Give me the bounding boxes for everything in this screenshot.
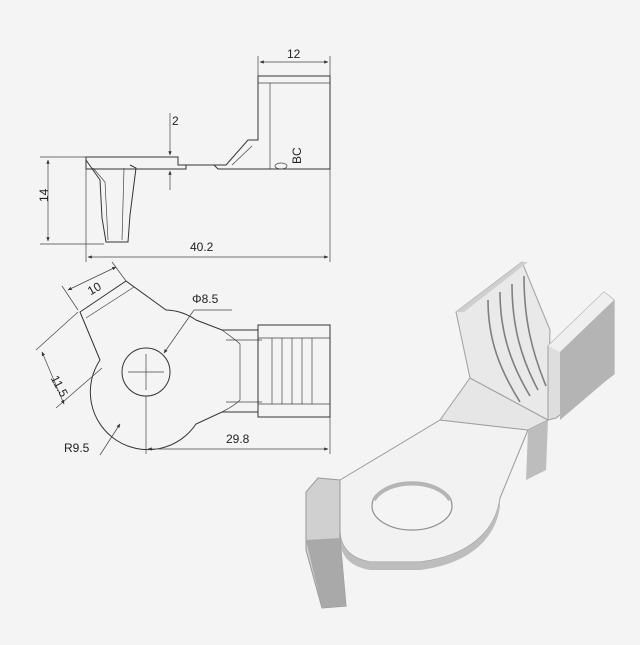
dim-center-to-end: 29.8: [226, 432, 250, 446]
stamp-text: BC: [290, 147, 304, 164]
side-view-tab-edge: [92, 167, 109, 241]
render-hole-wall: [372, 481, 452, 502]
render-serration-3: [511, 283, 539, 391]
dim-phi-leader: [163, 309, 195, 354]
render-right-wall-top: [548, 292, 614, 352]
dim-10-line: [67, 266, 117, 291]
render-left-wall-top: [456, 262, 528, 312]
dim-thickness: 2: [172, 114, 179, 128]
dim-115-ext-top: [35, 311, 79, 351]
side-view-outline: [85, 75, 331, 170]
dim-10-ext-left: [61, 285, 79, 311]
dim-top-width: 12: [287, 47, 301, 61]
render-right-wall-face: [560, 300, 614, 420]
dim-hole: Φ8.5: [192, 292, 219, 306]
dim-tab-width: 10: [85, 279, 104, 298]
terminal-3d-render: [305, 261, 615, 609]
render-neck-side: [526, 420, 548, 480]
plan-tab-inner: [85, 286, 135, 319]
plan-barrel: [257, 324, 331, 418]
render-serration-4: [523, 275, 547, 387]
plan-neck: [221, 329, 241, 413]
render-serration-1: [487, 299, 521, 403]
render-serration-2: [499, 291, 531, 397]
dim-edge: 11.5: [48, 373, 71, 400]
dim-height: 14: [37, 188, 51, 202]
stamp-mark: [274, 162, 288, 170]
dim-10-ext-right: [111, 261, 127, 282]
render-tab-face: [306, 538, 346, 608]
dim-radius: R9.5: [64, 441, 90, 455]
render-ring-thickness: [340, 498, 500, 570]
side-view-tab-edge-2: [121, 167, 125, 241]
dim-length: 40.2: [190, 240, 214, 254]
dim-115-line: [41, 351, 65, 405]
side-view-ramp-inner: [231, 145, 253, 166]
side-view: BC 12 2 14 40.2: [37, 47, 331, 262]
plan-view: 10 11.5 Φ8.5 R9.5 29.8: [35, 261, 331, 456]
dim-radius-leader: [99, 423, 121, 456]
side-view-ramp: [225, 139, 249, 166]
side-view-bent-tab: [85, 159, 137, 243]
